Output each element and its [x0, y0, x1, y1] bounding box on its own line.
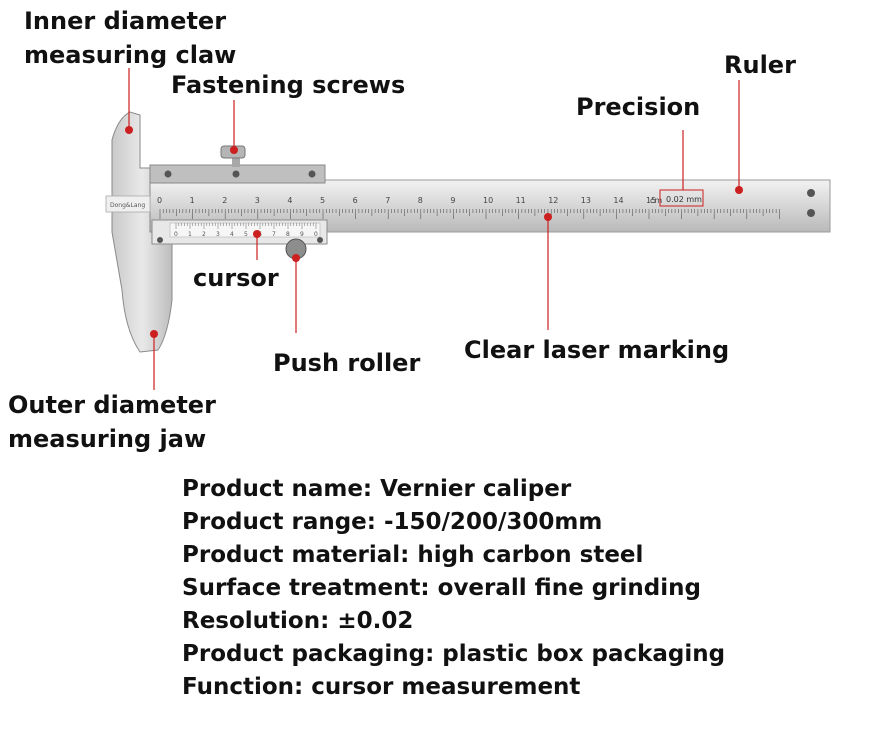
main-scale-number: 5	[320, 196, 325, 205]
callouts	[128, 68, 740, 390]
outer-jaw-label-line2: measuring jaw	[8, 425, 207, 453]
cursor-screw-left	[164, 170, 172, 178]
precision-label: Precision	[576, 93, 701, 121]
spec-line: Product packaging: plastic box packaging	[182, 641, 726, 667]
laser-marking-label: Clear laser marking	[464, 336, 730, 364]
main-scale-number: 0	[157, 196, 162, 205]
fixed-jaw	[111, 111, 173, 353]
main-scale-number: 11	[516, 196, 526, 205]
callout-dot-outer-jaw	[150, 330, 158, 338]
main-scale-number: 3	[255, 196, 260, 205]
inner-claw-label-line2: measuring claw	[24, 41, 237, 69]
fastening-screws-label: Fastening screws	[171, 71, 406, 99]
inner-claw-label-line1: Inner diameter	[24, 7, 227, 35]
precision-marking: 0.02 mm	[666, 195, 702, 204]
main-scale-number: 12	[548, 196, 558, 205]
main-scale-ticks	[159, 209, 780, 219]
main-scale-number: 6	[353, 196, 358, 205]
vernier-number: 5	[244, 231, 248, 238]
brand-plate	[105, 195, 151, 213]
cursor-plate-screw-right	[317, 237, 323, 243]
vernier-number: 7	[272, 231, 276, 238]
main-scale-number: 1	[190, 196, 195, 205]
precision-box	[659, 189, 704, 207]
vernier-number: 0	[314, 231, 318, 238]
callout-dot-inner-claw	[125, 126, 133, 134]
main-scale-number: 13	[581, 196, 591, 205]
main-scale-number: 4	[287, 196, 292, 205]
vernier-number: 2	[202, 231, 206, 238]
main-scale-number: 9	[450, 196, 455, 205]
callout-dot-cursor	[253, 230, 261, 238]
callout-dot-screws	[230, 146, 238, 154]
callout-dot-push-roller	[292, 254, 300, 262]
callout-dot-ruler	[735, 186, 743, 194]
vernier-scale	[169, 222, 321, 238]
main-scale-number: 15	[646, 196, 656, 205]
main-scale-number: 14	[613, 196, 623, 205]
main-scale-number: 7	[385, 196, 390, 205]
cursor-screw-right	[308, 170, 316, 178]
brand-logo: Dong&Lang	[110, 202, 145, 209]
unit-label: cm	[650, 196, 662, 205]
main-scale-number: 8	[418, 196, 423, 205]
spec-line: Product material: high carbon steel	[182, 542, 644, 568]
vernier-number: 9	[300, 231, 304, 238]
vernier-number: 1	[188, 231, 192, 238]
spec-line: Resolution: ±0.02	[182, 608, 414, 634]
vernier-ticks	[175, 223, 317, 229]
spec-line: Product name: Vernier caliper	[182, 476, 572, 502]
vernier-number: 4	[230, 231, 234, 238]
cursor-plate-screw-left	[157, 237, 163, 243]
vernier-number: 8	[286, 231, 290, 238]
ruler-label: Ruler	[724, 51, 796, 79]
fastening-screw-stem	[232, 155, 240, 167]
callout-dot-laser	[544, 213, 552, 221]
main-scale-number: 2	[222, 196, 227, 205]
cursor-screw-mid	[232, 170, 240, 178]
spec-line: Product range: -150/200/300mm	[182, 509, 603, 535]
vernier-number: 3	[216, 231, 220, 238]
cursor-label: cursor	[193, 264, 279, 292]
push-roller-label: Push roller	[273, 349, 421, 377]
spec-line: Function: cursor measurement	[182, 674, 581, 700]
beam-screw-lower	[807, 209, 815, 217]
beam-screw-upper	[807, 189, 815, 197]
callout-dots	[125, 126, 743, 338]
vernier-number: 0	[174, 231, 178, 238]
spec-line: Surface treatment: overall fine grinding	[182, 575, 701, 601]
main-scale-number: 10	[483, 196, 493, 205]
outer-jaw-label-line1: Outer diameter	[8, 391, 216, 419]
